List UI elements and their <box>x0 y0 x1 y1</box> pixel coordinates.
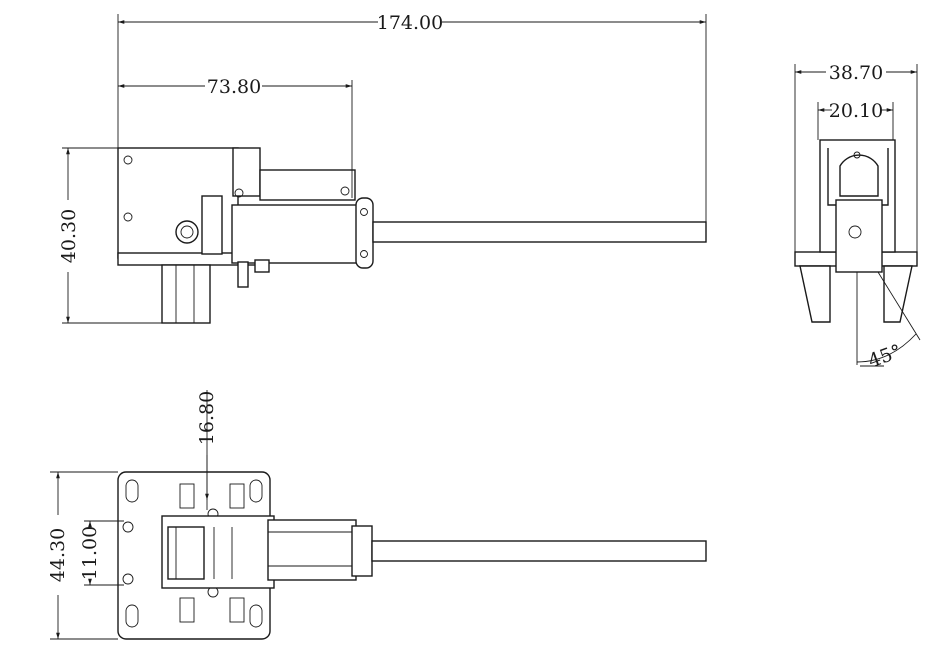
top-view-dimensions: 16.80 44.30 11.00 <box>47 390 218 640</box>
bracket <box>201 195 223 255</box>
front-view <box>117 147 707 324</box>
motor-can <box>167 526 205 580</box>
front-view-dimensions: 174.00 73.80 40.30 <box>58 12 707 324</box>
dim-height: 40.30 <box>58 209 80 263</box>
shaft-icon <box>848 225 862 239</box>
output-shaft-icon <box>175 220 199 244</box>
dim-overall-length: 174.00 <box>377 12 443 34</box>
mounting-hole-icon <box>122 573 134 585</box>
screw-icon <box>234 188 244 198</box>
dim-hole-spacing: 11.00 <box>79 526 101 580</box>
gear-profile <box>839 154 879 197</box>
side-view-dimensions: 38.70 20.10 <box>794 62 918 252</box>
upper-housing <box>259 169 356 201</box>
left-leg <box>799 265 831 323</box>
rod-top <box>371 540 707 562</box>
dim-body-length: 73.80 <box>207 76 261 98</box>
arm-housing-top <box>267 519 357 581</box>
side-view: 45° <box>794 139 921 372</box>
dim-side-width-outer: 38.70 <box>829 62 883 84</box>
pin <box>237 261 249 288</box>
flange-top <box>351 525 373 577</box>
screw-icon <box>123 212 133 222</box>
lower-leg <box>161 264 211 324</box>
screw-icon <box>340 186 350 196</box>
screw-icon <box>123 155 133 165</box>
clip <box>254 259 270 273</box>
mounting-hole-icon <box>122 521 134 533</box>
right-leg <box>883 265 913 323</box>
arm-housing <box>231 204 358 264</box>
top-view <box>117 471 707 640</box>
dim-angle: 45° <box>865 340 904 372</box>
dim-bottom-width: 44.30 <box>47 528 69 582</box>
rod <box>372 221 707 243</box>
motor-block <box>232 147 261 197</box>
dim-top-offset: 16.80 <box>196 391 218 445</box>
dim-side-width-inner: 20.10 <box>829 100 883 122</box>
